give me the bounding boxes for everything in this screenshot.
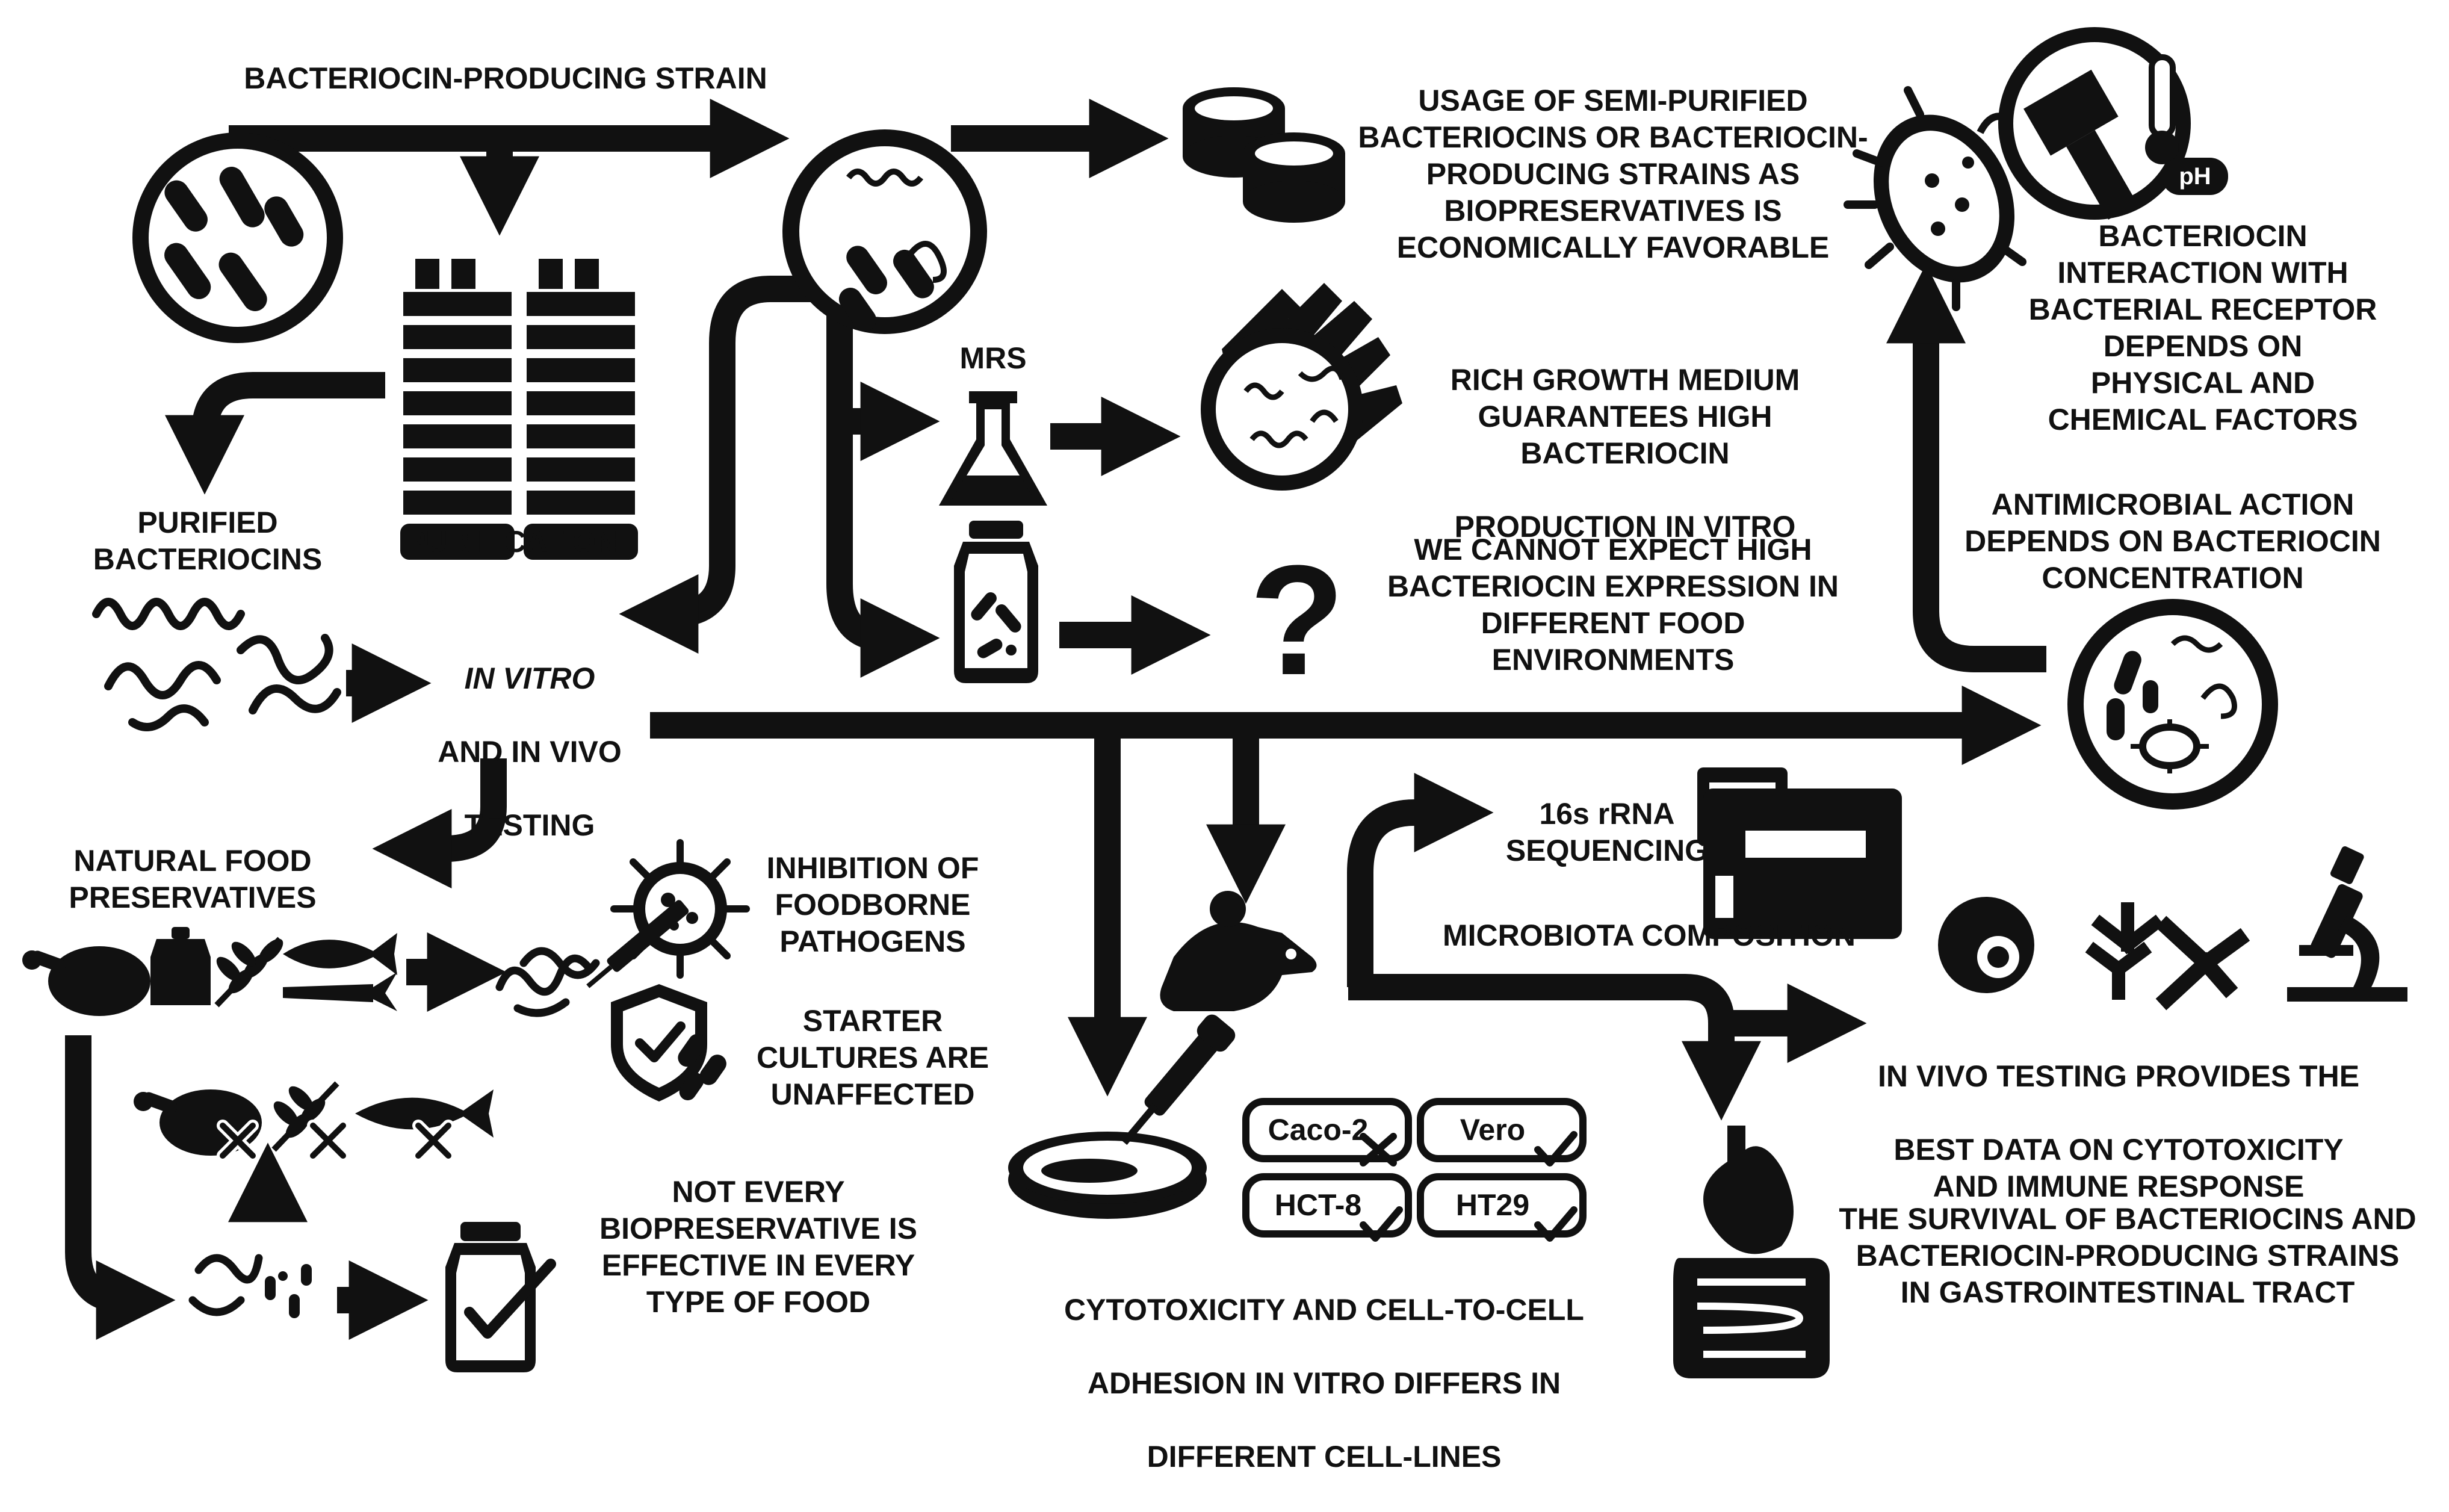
arrow-to-purified <box>165 372 385 495</box>
label-purification: PURIFICATION <box>406 525 618 559</box>
question-icon: ? <box>1249 533 1345 708</box>
fish-icon <box>355 1089 494 1138</box>
cell-line-box: HCT-8 <box>1242 1173 1412 1242</box>
label-testing-line3: TESTING <box>464 808 595 842</box>
label-producing-strain: BACTERIOCIN-PRODUCING STRAIN <box>244 61 767 95</box>
check-icon <box>1534 1206 1577 1242</box>
label-economic: USAGE OF SEMI-PURIFIED BACTERIOCINS OR B… <box>1358 84 1868 264</box>
pipette-dish-icon <box>1008 1014 1236 1219</box>
arrow-dish-down-branch <box>826 301 940 678</box>
cell-line-box: Caco-2 <box>1242 1098 1412 1167</box>
label-antimicrobial: ANTIMICROBIAL ACTION DEPENDS ON BACTERIO… <box>1964 488 2381 595</box>
label-growth: RICH GROWTH MEDIUM GUARANTEES HIGH BACTE… <box>1384 325 1866 582</box>
label-cytotoxicity-line1: CYTOTOXICITY AND CELL-TO-CELL <box>1064 1293 1584 1327</box>
shield-check-icon <box>611 984 726 1101</box>
label-inhibition: INHIBITION OF FOODBORNE PATHOGENS <box>766 851 979 958</box>
arrow-gut-dish-to-receptor <box>1886 264 2046 672</box>
virus-syringe-icon <box>586 839 750 988</box>
microscope-icon <box>2287 846 2407 1002</box>
cell-line-label: HT29 <box>1456 1188 1529 1222</box>
milk-icon <box>150 927 211 1005</box>
label-cytotoxicity: CYTOTOXICITY AND CELL-TO-CELL ADHESION I… <box>1011 1255 1637 1512</box>
arrow-mouse-to-sequencing <box>1347 773 1494 987</box>
sequencer-icon <box>1697 767 1902 939</box>
bacteriocin-diagram: pH ? <box>22 27 2407 1378</box>
label-in-vivo-best-rest: BEST DATA ON CYTOTOXICITY AND IMMUNE RES… <box>1893 1133 2344 1203</box>
label-receptor: BACTERIOCIN INTERACTION WITH BACTERIAL R… <box>2028 219 2377 436</box>
check-icon <box>1360 1206 1403 1242</box>
petri-dish-icon <box>2067 599 2278 810</box>
cell-line-label: HCT-8 <box>1275 1188 1361 1222</box>
wheat-icon <box>271 1081 339 1152</box>
purification-column-icon <box>400 259 638 560</box>
label-food-expression: WE CANNOT EXPECT HIGH BACTERIOCIN EXPRES… <box>1387 533 1839 677</box>
cell-line-box: HT29 <box>1417 1173 1587 1242</box>
peptide-icon <box>92 598 341 731</box>
ph-label: pH <box>2179 163 2211 190</box>
cross-icon <box>1360 1133 1397 1167</box>
fish-icon <box>283 933 397 975</box>
label-cytotoxicity-line3: DIFFERENT CELL-LINES <box>1147 1440 1502 1473</box>
hand-dish-icon <box>1201 283 1402 491</box>
label-survival: THE SURVIVAL OF BACTERIOCINS AND BACTERI… <box>1839 1202 2416 1309</box>
check-icon <box>1534 1131 1577 1167</box>
chicken-icon <box>22 946 150 1016</box>
label-natural-preservatives: NATURAL FOOD PRESERVATIVES <box>69 844 317 914</box>
mouse-icon <box>1160 891 1317 1011</box>
label-growth-last: PRODUCTION IN VITRO <box>1454 510 1796 544</box>
cell-icon <box>1938 897 2034 993</box>
label-mrs: MRS <box>959 341 1027 375</box>
label-microbiota: MICROBIOTA COMPOSITION <box>1442 919 1856 952</box>
ph-icon: pH <box>2162 158 2228 195</box>
wheat-icon <box>214 937 283 1008</box>
peptide-icon <box>495 947 600 1017</box>
peptide-icon <box>188 1254 263 1316</box>
bacterium-icon <box>1844 86 2085 311</box>
arrow-dish-to-testing <box>619 276 825 654</box>
flask-icon <box>939 391 1047 506</box>
label-purified-bacteriocins: PURIFIED BACTERIOCINS <box>93 506 323 576</box>
petri-dish-icon <box>782 129 987 334</box>
cell-line-label: Caco-2 <box>1268 1113 1369 1147</box>
antibody-icon <box>2085 902 2250 1011</box>
coins-icon <box>1183 87 1345 223</box>
jar-check-icon <box>445 1222 556 1372</box>
jar-icon <box>954 521 1038 683</box>
label-testing-line1: IN VITRO <box>464 662 595 695</box>
label-cytotoxicity-line2: ADHESION IN VITRO DIFFERS IN <box>1087 1366 1561 1400</box>
cell-line-box: Vero <box>1417 1098 1587 1167</box>
cross-icons <box>217 1120 454 1162</box>
thermometer-icon <box>1998 27 2191 220</box>
label-testing-line2: AND IN VIVO <box>438 735 622 769</box>
arrow-testing-to-preservatives <box>372 758 507 888</box>
bacteria-small-icon <box>265 1264 312 1318</box>
stomach-intestine-icon <box>1673 1126 1830 1378</box>
petri-dish-icon <box>132 132 343 343</box>
label-starter: STARTER CULTURES ARE UNAFFECTED <box>756 1004 989 1111</box>
label-testing: IN VITRO AND IN VIVO TESTING <box>409 624 650 881</box>
flow-arrows <box>65 99 2046 1340</box>
label-in-vivo-best-line1: IN VIVO TESTING PROVIDES THE <box>1877 1059 2360 1093</box>
svg-text:?: ? <box>1249 533 1345 708</box>
label-sequencing: 16s rRNA SEQUENCING <box>1505 797 1709 867</box>
arrow-mouse-to-invivo <box>1348 974 1761 1121</box>
cell-line-label: Vero <box>1460 1113 1525 1147</box>
carrot-icon <box>283 972 397 1011</box>
label-in-vivo-best: IN VIVO TESTING PROVIDES THE BEST DATA O… <box>1842 1021 2395 1242</box>
label-growth-lines: RICH GROWTH MEDIUM GUARANTEES HIGH BACTE… <box>1450 363 1800 470</box>
arrow-food-down <box>65 1035 176 1340</box>
label-not-every: NOT EVERY BIOPRESERVATIVE IS EFFECTIVE I… <box>599 1175 917 1319</box>
